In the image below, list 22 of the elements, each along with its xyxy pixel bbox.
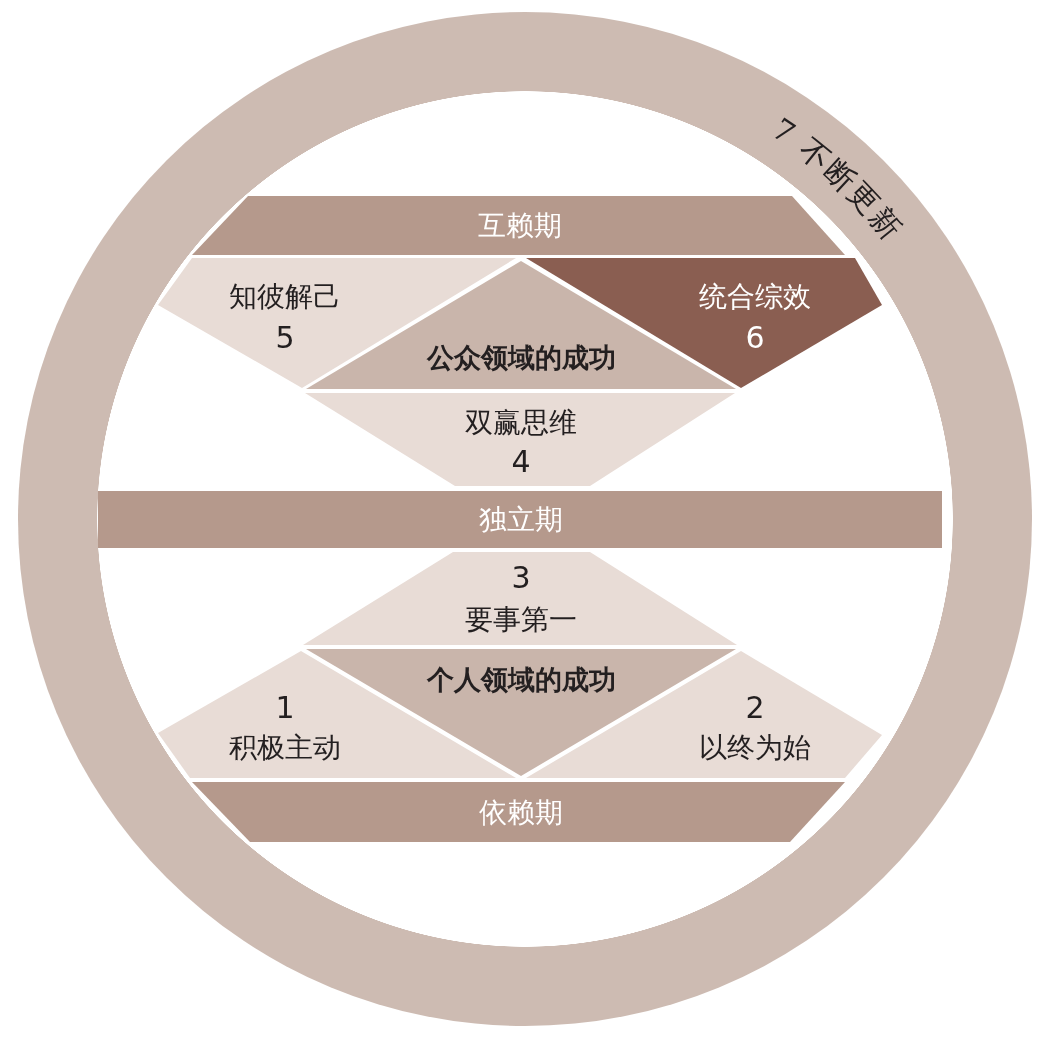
habit-number: 4 bbox=[511, 444, 531, 480]
habit-panel bbox=[305, 393, 735, 486]
triangle-label: 个人领域的成功 bbox=[426, 664, 616, 696]
band-label: 依赖期 bbox=[479, 796, 563, 830]
habit-number: 5 bbox=[275, 320, 295, 356]
habit-number: 2 bbox=[745, 690, 765, 726]
stage-band bbox=[192, 782, 845, 842]
band-label: 互赖期 bbox=[478, 209, 562, 243]
stage-band bbox=[98, 491, 942, 548]
habit-name: 统合综效 bbox=[699, 280, 811, 314]
habit-name: 双赢思维 bbox=[465, 406, 577, 440]
habit-name: 要事第一 bbox=[465, 603, 577, 637]
habit-name: 积极主动 bbox=[229, 731, 341, 765]
ring-label: 7 不断更新 bbox=[766, 111, 910, 247]
habit-number: 3 bbox=[511, 560, 531, 596]
habit-name: 知彼解己 bbox=[229, 280, 341, 314]
habit-number: 6 bbox=[745, 320, 765, 356]
habit-panel bbox=[303, 552, 737, 645]
band-label: 独立期 bbox=[479, 503, 563, 537]
triangle-label: 公众领域的成功 bbox=[426, 342, 616, 374]
habit-number: 1 bbox=[275, 690, 295, 726]
habit-name: 以终为始 bbox=[699, 731, 811, 765]
